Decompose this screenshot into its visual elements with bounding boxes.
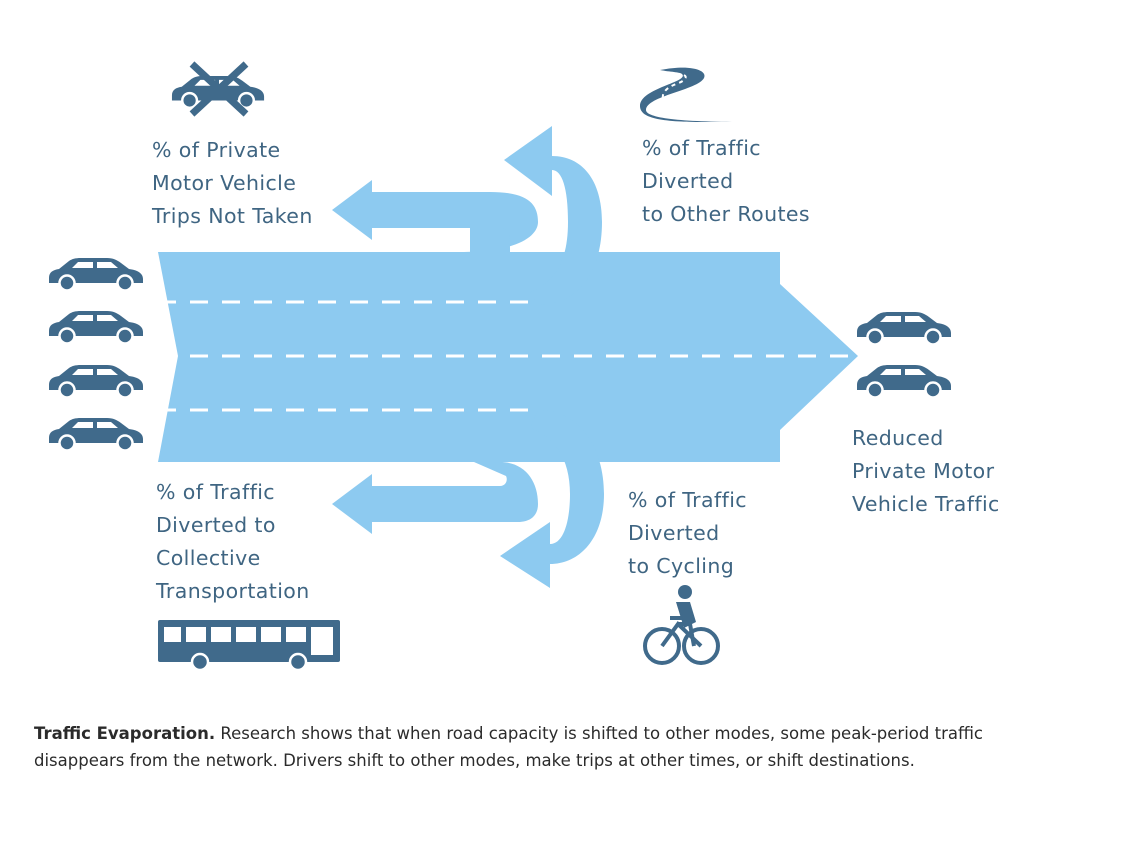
collective-arrow (332, 462, 538, 534)
traffic-evaporation-diagram (47, 61, 953, 672)
crossed-out-car-icon (170, 61, 266, 117)
caption-title: Traffic Evaporation. (34, 724, 216, 743)
car-icon (855, 363, 953, 399)
car-icon (47, 256, 145, 292)
car-icon (47, 416, 145, 452)
car-icon (855, 310, 953, 346)
car-icon (47, 309, 145, 345)
label-reduced-traffic: Reduced Private Motor Vehicle Traffic (852, 426, 1000, 516)
caption-body: Research shows that when road capacity i… (34, 724, 984, 770)
label-trips-not-taken: % of Private Motor Vehicle Trips Not Tak… (152, 138, 313, 228)
figure-caption: Traffic Evaporation. Research shows that… (34, 720, 1034, 774)
label-collective-transportation: % of Traffic Diverted to Collective Tran… (156, 480, 310, 603)
cycling-arrow (500, 410, 604, 588)
label-other-routes: % of Traffic Diverted to Other Routes (642, 136, 811, 226)
car-icon (47, 363, 145, 399)
winding-road-icon (640, 67, 744, 122)
trips-not-taken-arrow (332, 180, 538, 252)
other-routes-arrow (504, 126, 602, 305)
label-cycling: % of Traffic Diverted to Cycling (628, 488, 747, 578)
bus-icon (158, 620, 340, 672)
trips-not-taken-arrow-connector (470, 228, 510, 252)
cyclist-icon (643, 585, 720, 665)
